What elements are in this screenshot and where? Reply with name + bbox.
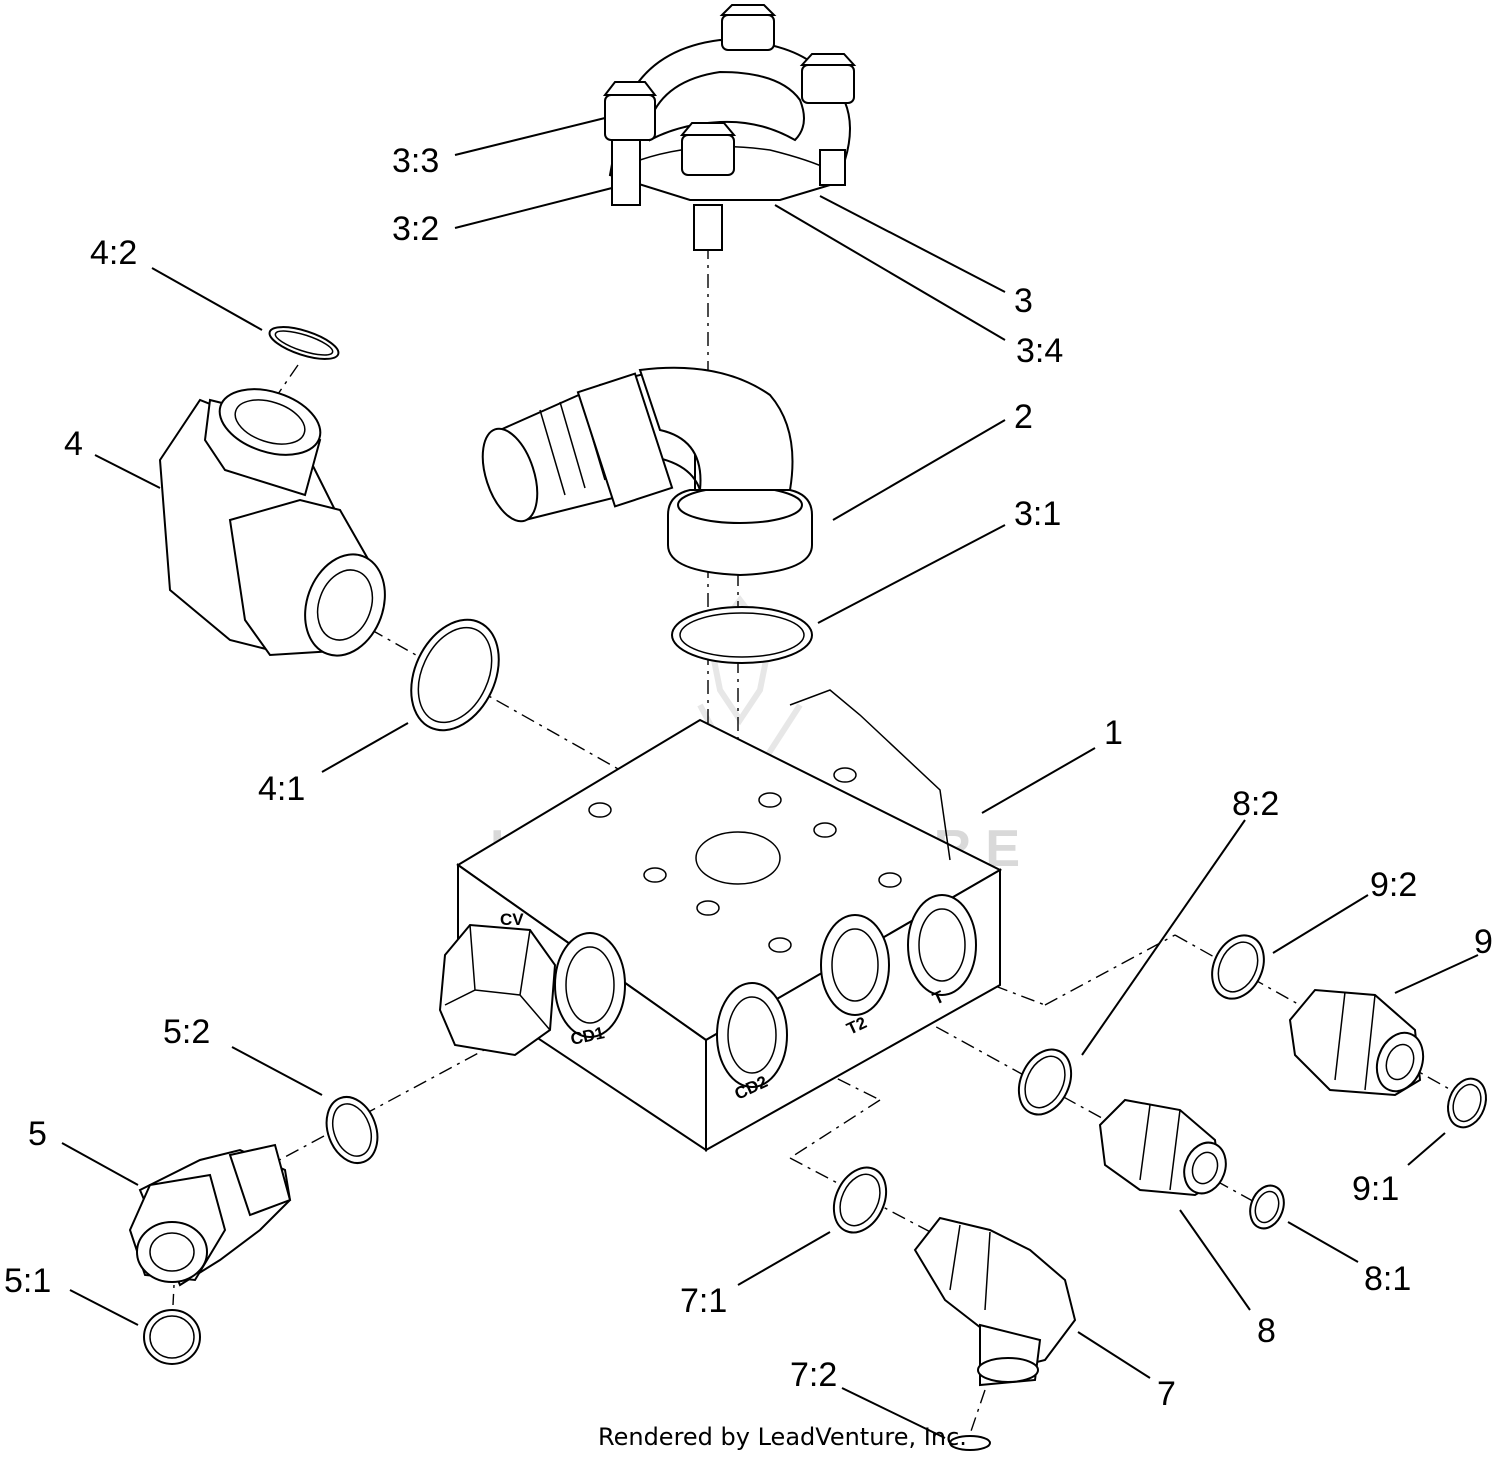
callout-7-2: 7:2: [790, 1356, 837, 1394]
o-ring-9-1: [1447, 1077, 1487, 1129]
flange-bolt-3-3: [602, 81, 658, 206]
callout-1: 1: [1104, 714, 1123, 752]
flange-bolt-right: [799, 53, 857, 186]
elbow-fitting-4: [158, 388, 386, 657]
cv-plug: [438, 923, 557, 1057]
straight-fitting-9: [1288, 988, 1425, 1097]
port-cd2: [716, 982, 788, 1088]
callout-labels: 3:3 3:2 3 3:4 4:2 4 2 3:1 4:1 1 8:2 9:2 …: [4, 142, 1493, 1413]
split-flange-3: [602, 4, 857, 251]
valve-block-1: CV CD1 CD2 T2 T: [438, 689, 1003, 1152]
callout-3-4: 3:4: [1016, 332, 1063, 370]
o-ring-3-1: [671, 606, 813, 664]
callout-5-1: 5:1: [4, 1262, 51, 1300]
callout-7-1: 7:1: [680, 1282, 727, 1320]
o-ring-8-1: [1249, 1184, 1285, 1230]
block-top-holes: [588, 767, 902, 953]
o-ring-7-2: [949, 1435, 991, 1451]
port-t2: [820, 914, 890, 1016]
port-cd1: [554, 932, 626, 1038]
callout-3: 3: [1014, 282, 1033, 320]
o-ring-8-2: [1017, 1048, 1073, 1116]
o-ring-5-2: [325, 1096, 379, 1164]
port-t: [907, 894, 977, 996]
callout-2: 2: [1014, 398, 1033, 436]
o-ring-9-2: [1211, 934, 1265, 1000]
callout-3-3: 3:3: [392, 142, 439, 180]
hose-barb-elbow-2: [481, 366, 813, 577]
callout-8-1: 8:1: [1364, 1260, 1411, 1298]
elbow-fitting-5: [128, 1143, 292, 1287]
callout-5-2: 5:2: [163, 1013, 210, 1051]
o-ring-4-1: [410, 618, 500, 732]
o-ring-5-1: [143, 1309, 201, 1365]
callout-8-2: 8:2: [1232, 785, 1279, 823]
callout-4: 4: [64, 425, 83, 463]
callout-7: 7: [1157, 1375, 1176, 1413]
callout-9-2: 9:2: [1370, 866, 1417, 904]
callout-9-1: 9:1: [1352, 1170, 1399, 1208]
callout-9: 9: [1474, 923, 1493, 961]
o-ring-4-2: [268, 326, 340, 360]
callout-3-1: 3:1: [1014, 495, 1061, 533]
flange-bolt-rear: [719, 4, 777, 51]
render-credit: Rendered by LeadVenture, Inc.: [598, 1423, 967, 1451]
port-label-cv: CV: [500, 910, 524, 929]
straight-fitting-8: [1098, 1098, 1227, 1197]
callout-4-1: 4:1: [258, 770, 305, 808]
callout-8: 8: [1257, 1312, 1276, 1350]
o-ring-7-1: [832, 1166, 888, 1234]
callout-3-2: 3:2: [392, 210, 439, 248]
flange-bolt-3-2: [679, 122, 737, 251]
leader-lines: [61, 117, 1479, 1439]
callout-4-2: 4:2: [90, 234, 137, 272]
callout-5: 5: [28, 1115, 47, 1153]
elbow-fitting-7: [913, 1216, 1077, 1387]
